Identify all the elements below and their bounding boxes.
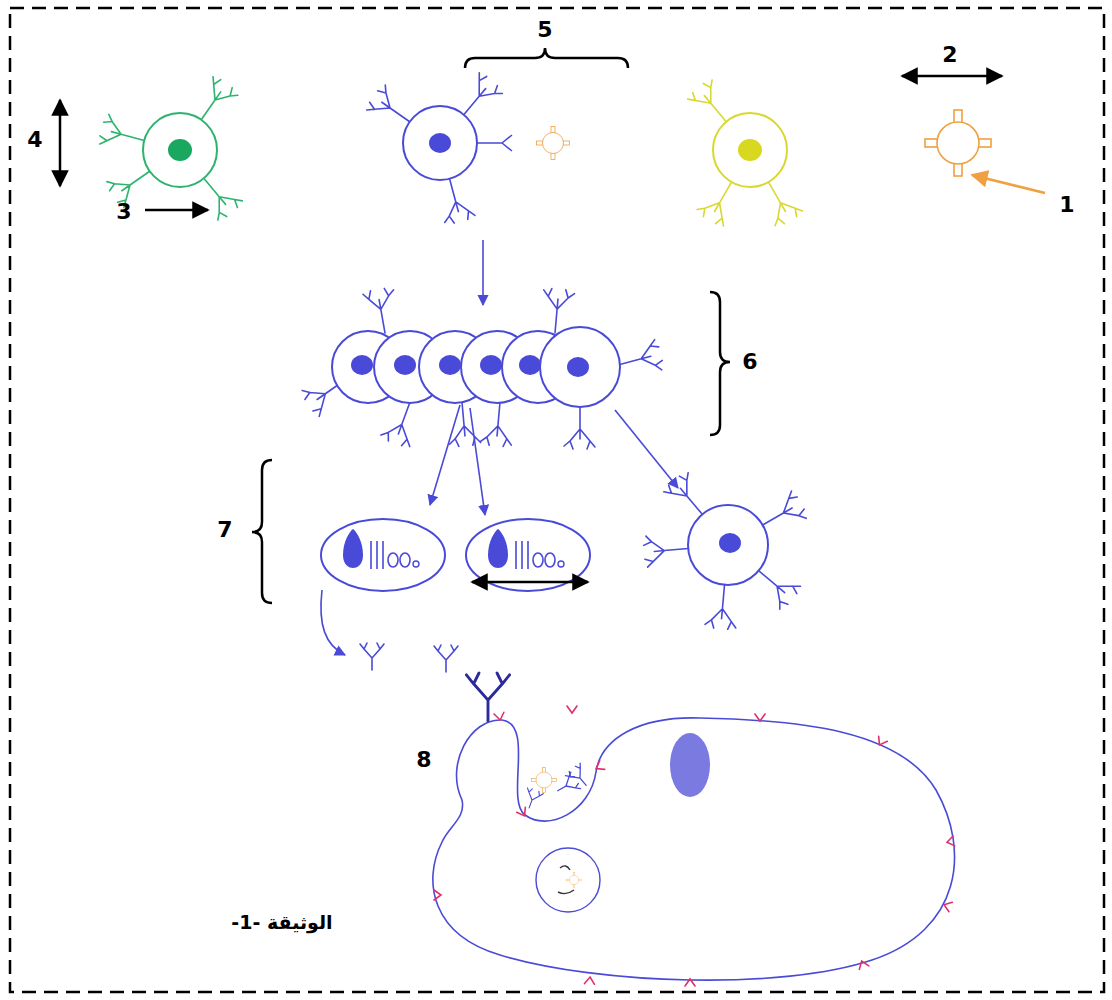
callout-number: 4 <box>27 129 42 151</box>
document-title: الوثيقة -1- <box>231 913 332 932</box>
callout-number: 6 <box>742 351 757 373</box>
callout-number: 8 <box>416 749 431 771</box>
callout-number: 2 <box>942 44 957 66</box>
callout-number: 1 <box>1059 194 1074 216</box>
callout-number: 5 <box>537 19 552 41</box>
callout-number: 3 <box>116 201 131 223</box>
callout-number: 7 <box>217 519 232 541</box>
